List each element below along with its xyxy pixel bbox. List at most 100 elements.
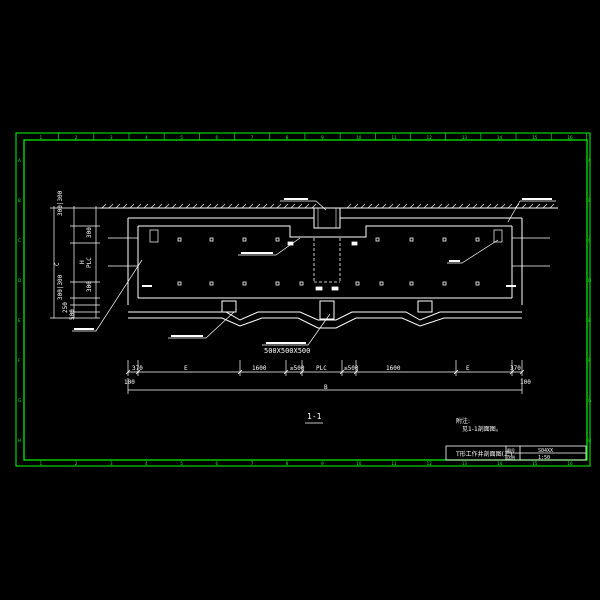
ground-hatch-mark xyxy=(115,203,121,209)
dim-left-5: 300 xyxy=(86,281,93,292)
foundation-line xyxy=(128,317,522,329)
callout-labels xyxy=(74,198,552,344)
border-tick-label: 13 xyxy=(462,461,468,466)
sump-pit xyxy=(319,300,335,320)
dim-left-8: 500 xyxy=(69,309,76,320)
border-tick-label: 3 xyxy=(110,461,113,466)
ground-hatch-mark xyxy=(367,203,373,209)
ground-hatch-mark xyxy=(178,203,184,209)
anchor-bolt xyxy=(379,281,384,286)
ground-hatch-mark xyxy=(360,203,366,209)
ground-hatch-mark xyxy=(108,203,114,209)
ground-hatch-mark xyxy=(206,203,212,209)
ground-hatch-mark xyxy=(311,203,317,209)
border-tick-label: 2 xyxy=(75,461,78,466)
title-block-value-a: S04XX xyxy=(538,448,553,454)
border-tick-label: 7 xyxy=(251,135,254,140)
border-tick-label: 1 xyxy=(40,461,43,466)
ground-hatch-mark xyxy=(199,203,205,209)
border-tick-label: B xyxy=(588,198,591,203)
border-tick-label: 16 xyxy=(567,461,573,466)
title-block-drawing-title: T形工作井剖面图(二) xyxy=(455,450,512,458)
dim-left-total: C xyxy=(54,262,61,266)
border-tick-label: 5 xyxy=(180,461,183,466)
left-wall xyxy=(127,218,139,305)
anchor-bolt xyxy=(409,281,414,286)
dim-seg-9: 370 xyxy=(510,365,521,372)
dimension-tick-slash xyxy=(283,369,289,375)
note-text: 见1-1剖面图。 xyxy=(462,425,502,433)
ground-hatch-mark xyxy=(171,203,177,209)
border-tick-label: 8 xyxy=(286,461,289,466)
ground-hatch-mark xyxy=(507,203,513,209)
title-block-value-b: 1:50 xyxy=(538,455,550,461)
border-tick-label: 6 xyxy=(216,135,219,140)
ground-hatch-mark xyxy=(276,203,282,209)
ground-hatch-mark xyxy=(493,203,499,209)
dim-left-2: 300 xyxy=(86,227,93,238)
ground-hatch-mark xyxy=(444,203,450,209)
leader-mid-right xyxy=(447,239,499,264)
ground-hatch-mark xyxy=(192,203,198,209)
anchor-bolts xyxy=(177,237,480,291)
dim-right-end: 100 xyxy=(520,379,531,386)
dim-seg-4: ≥500 xyxy=(290,365,305,372)
leader-mid-left xyxy=(238,237,301,256)
border-tick-label: 4 xyxy=(145,461,148,466)
leader-bottom-mid xyxy=(168,311,235,339)
border-tick-label: A xyxy=(18,158,21,163)
dim-seg-7: 1600 xyxy=(386,365,401,372)
ground-hatch-mark xyxy=(248,203,254,209)
ground-hatch-mark xyxy=(402,203,408,209)
ground-hatch-mark xyxy=(262,203,268,209)
dim-left-end: 100 xyxy=(124,379,135,386)
ground-hatch-mark xyxy=(549,203,555,209)
ground-hatch-mark xyxy=(472,203,478,209)
border-tick-label: 3 xyxy=(110,135,113,140)
ground-hatch-mark xyxy=(220,203,226,209)
border-ticks: 1122334455667788991010111112121313141415… xyxy=(18,133,591,466)
border-tick-label: D xyxy=(588,278,591,283)
anchor-bolt xyxy=(409,237,414,242)
anchor-bolt xyxy=(177,281,182,286)
ground-hatch-mark xyxy=(388,203,394,209)
note-heading: 附注: xyxy=(456,417,470,425)
callout-label-bar xyxy=(284,198,308,200)
title-block xyxy=(445,445,587,461)
border-tick-label: 10 xyxy=(356,461,362,466)
floor-bottom xyxy=(128,311,522,321)
ground-hatch-mark xyxy=(101,203,107,209)
ground-hatch-mark xyxy=(185,203,191,209)
leader-top-right xyxy=(507,200,556,223)
ground-surface xyxy=(100,203,558,209)
ground-hatch-mark xyxy=(157,203,163,209)
pipe-opening-right xyxy=(522,237,550,267)
anchor-bolt xyxy=(299,281,304,286)
border-tick-label: G xyxy=(588,398,591,403)
border-tick-label: E xyxy=(18,318,21,323)
callout-label-bar xyxy=(266,342,306,344)
sump-pit xyxy=(221,300,237,313)
ground-hatch-mark xyxy=(283,203,289,209)
ground-hatch-mark xyxy=(430,203,436,209)
title-block-label-b: 比例 xyxy=(507,454,515,460)
border-tick-label: F xyxy=(588,358,591,363)
anchor-bolt xyxy=(209,281,214,286)
anchor-bolt xyxy=(375,237,380,242)
pipe-opening-left xyxy=(108,237,128,267)
leader-bottom-left xyxy=(72,259,143,332)
callout-label-bar xyxy=(522,198,552,200)
ground-hatch-mark xyxy=(227,203,233,209)
dimension-tick-slash xyxy=(509,369,515,375)
border-tick-label: 16 xyxy=(567,135,573,140)
ground-hatch-mark xyxy=(486,203,492,209)
dim-seg-5: PLC xyxy=(316,365,327,372)
dim-seg-8: E xyxy=(466,365,470,372)
border-tick-label: 7 xyxy=(251,461,254,466)
section-title: 1-1 xyxy=(307,412,322,421)
dimension-tick-slash xyxy=(519,369,525,375)
border-tick-label: 12 xyxy=(427,461,433,466)
leader-top-center xyxy=(280,200,327,211)
ground-hatch-mark xyxy=(143,203,149,209)
chamber-section xyxy=(108,207,550,329)
